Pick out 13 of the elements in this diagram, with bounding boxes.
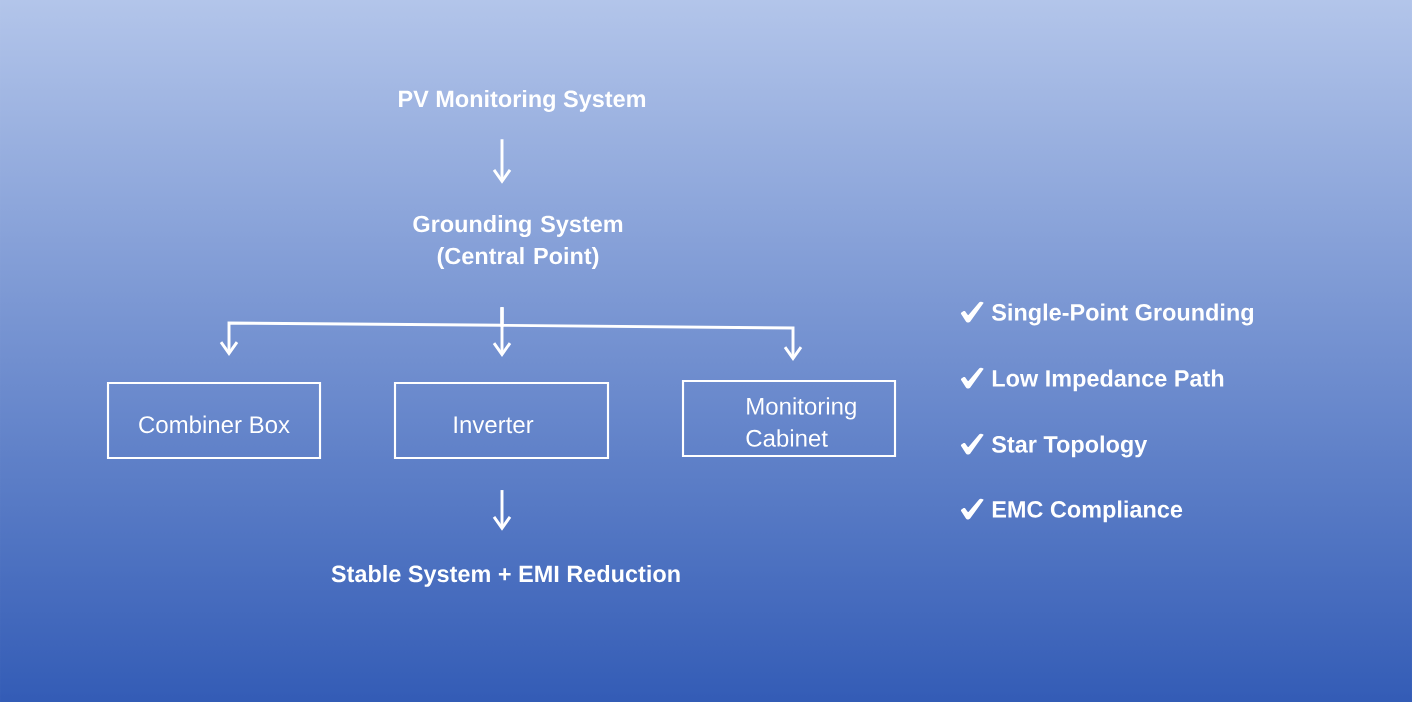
checklist-item: EMC Compliance bbox=[992, 500, 1183, 523]
arrow bbox=[492, 490, 512, 531]
arrow bbox=[500, 307, 803, 361]
step-label: Stable System + EMI Reduction bbox=[331, 565, 680, 587]
process-box: Inverter bbox=[393, 381, 610, 460]
checklist-item: Low Impedance Path bbox=[992, 369, 1224, 392]
process-box: Combiner Box bbox=[106, 381, 322, 460]
checklist-item: Star Topology bbox=[991, 435, 1148, 458]
arrow bbox=[492, 139, 512, 184]
step-label: PV Monitoring System bbox=[399, 90, 646, 112]
step-label: Grounding System (Central Point) bbox=[413, 215, 623, 269]
process-box: Monitoring Cabinet bbox=[681, 379, 897, 458]
checklist-item: Single-Point Grounding bbox=[991, 303, 1254, 326]
